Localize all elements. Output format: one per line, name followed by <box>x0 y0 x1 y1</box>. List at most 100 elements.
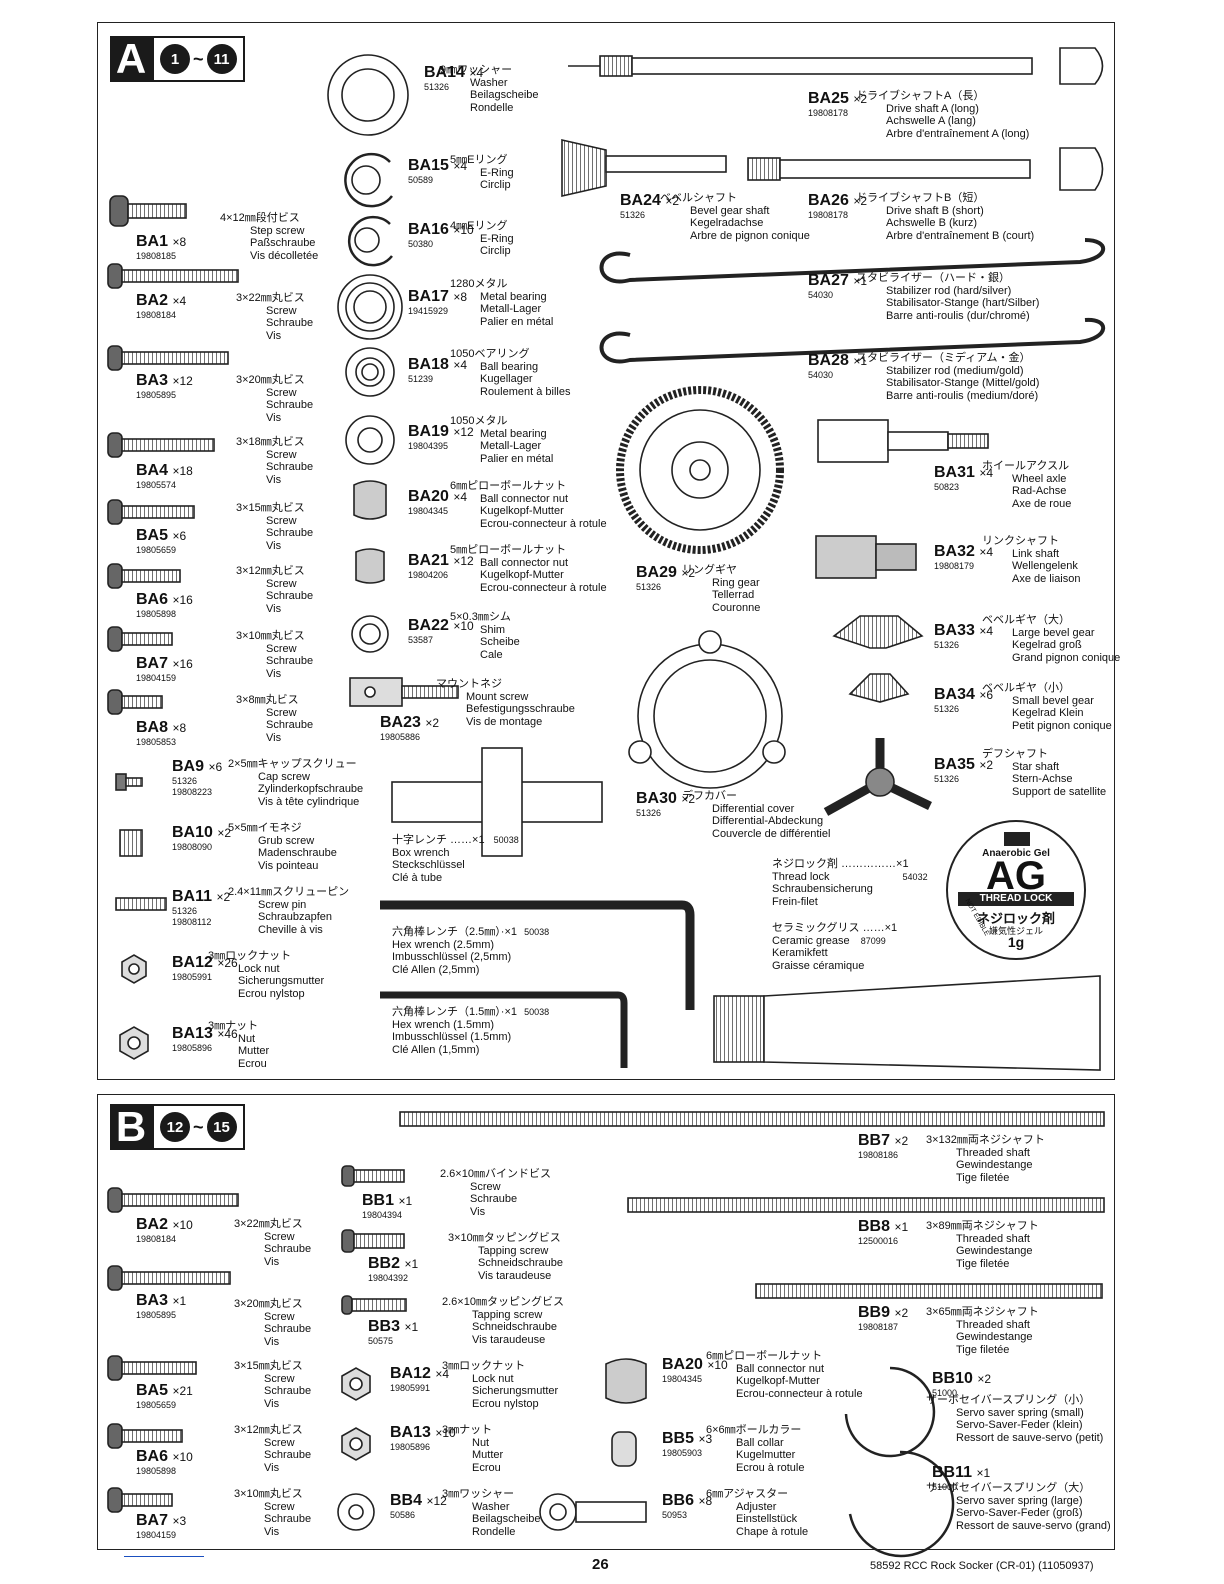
part-number: 19808090 <box>172 842 213 852</box>
screw-ba4 <box>107 432 215 458</box>
ballnut-b-ba20 <box>605 1358 647 1404</box>
part-name: Vis <box>264 1335 280 1348</box>
part-name-ja: 3×10㎜タッピングビス <box>448 1232 561 1244</box>
part-code: BA12 <box>390 1365 431 1382</box>
part-number: 19808178 <box>808 108 849 118</box>
part-name: Screw <box>470 1180 501 1193</box>
part-number: 51326 <box>636 582 662 592</box>
part-name: Ecrou <box>238 1057 267 1070</box>
part-name: Kugelmutter <box>736 1449 796 1461</box>
part-quantity: ×2 <box>853 92 868 106</box>
screw-ba5 <box>107 499 195 525</box>
part-name: Vis <box>266 473 282 486</box>
part-code: BA27 <box>808 272 849 289</box>
part-quantity: ×1 <box>853 274 868 288</box>
part-name: Barre anti-roulis (medium/doré) <box>886 389 1039 402</box>
star-shaft-ba35 <box>823 738 932 816</box>
part-name-ja: 3×8㎜丸ビス <box>236 694 299 706</box>
part-code: BA31 <box>934 464 975 481</box>
part-number: 54030 <box>808 370 834 380</box>
part-number: 19804206 <box>408 570 449 580</box>
tool-thread-lock: ネジロック剤 ……………×1 Thread lock 54032 Schraub… <box>772 858 928 908</box>
part-quantity: ×4 <box>435 1367 450 1381</box>
part-name: Metall-Lager <box>480 303 542 315</box>
part-name: Schneidschraube <box>478 1257 564 1269</box>
part-number: 51326 <box>172 906 198 916</box>
part-quantity: ×3 <box>172 1514 187 1528</box>
part-code: BA6 <box>136 1448 169 1465</box>
part-code: BB2 <box>368 1255 401 1272</box>
part-name: Vis <box>266 329 282 342</box>
section-a-steps: 1 ~ 11 <box>152 36 245 82</box>
part-name: Screw <box>264 1500 295 1513</box>
part-name: Gewindestange <box>956 1331 1033 1343</box>
part-quantity: ×12 <box>172 374 193 388</box>
section-a-frame <box>97 22 1115 1080</box>
badge-logo-icon <box>1004 832 1030 846</box>
part-name: Arbre d'entraînement B (court) <box>886 229 1035 242</box>
part-name: Lock nut <box>238 962 280 975</box>
part-name-ja: サーボセイバースプリング（小） <box>926 1394 1091 1406</box>
part-name: Schraube <box>266 399 314 411</box>
part-name: Achswelle A (lang) <box>886 115 976 127</box>
part-name: Tapping screw <box>472 1308 543 1321</box>
part-name: Zylinderkopfschraube <box>258 783 364 795</box>
hex-wrench-small <box>380 991 628 1068</box>
part-code: BA30 <box>636 790 677 807</box>
part-name-ja: 2.6×10㎜バインドビス <box>440 1168 551 1180</box>
part-name: Schraube <box>470 1193 518 1205</box>
part-name-ja: 3×20㎜丸ビス <box>236 374 305 386</box>
part-name: Tige filetée <box>956 1171 1010 1184</box>
part-name: Grub screw <box>258 834 315 847</box>
part-name-ja: 2.4×11㎜スクリューピン <box>228 886 350 898</box>
part-name-ja: 5㎜Eリング <box>450 154 508 166</box>
section-b-header: B 12 ~ 15 <box>110 1103 245 1150</box>
part-name: Servo-Saver-Feder (groß) <box>956 1507 1083 1519</box>
part-name: Rondelle <box>470 101 514 114</box>
nut-ba13 <box>119 1026 149 1060</box>
part-quantity: ×1 <box>853 354 868 368</box>
part-name: Ecrou nylstop <box>238 987 305 1000</box>
part-name-ja: 4×12㎜段付ビス <box>220 212 300 224</box>
part-code: BA10 <box>172 824 213 841</box>
part-name: Barre anti-roulis (dur/chromé) <box>886 309 1030 322</box>
part-name: Einstellstück <box>736 1513 798 1525</box>
part-name-ja: リンクシャフト <box>982 535 1059 547</box>
part-quantity: ×10 <box>172 1450 193 1464</box>
part-name: Chape à rotule <box>736 1525 809 1538</box>
part-quantity: ×2 <box>894 1134 909 1148</box>
footer-title: 58592 RCC Rock Socker (CR-01) (11050937) <box>870 1560 1094 1572</box>
part-name: Servo saver spring (large) <box>956 1494 1083 1507</box>
part-name: Ring gear <box>712 576 760 589</box>
part-name: Stern-Achse <box>1012 773 1073 785</box>
part-name: Palier en métal <box>480 315 554 328</box>
part-code: BA29 <box>636 564 677 581</box>
part-code: BB3 <box>368 1318 401 1335</box>
part-name: Beilagscheibe <box>472 1513 541 1525</box>
part-name: Link shaft <box>1012 547 1060 560</box>
part-name: E-Ring <box>480 166 514 179</box>
badge-top-text: Anaerobic Gel <box>982 848 1050 859</box>
section-a-illustrations <box>107 47 1106 1071</box>
